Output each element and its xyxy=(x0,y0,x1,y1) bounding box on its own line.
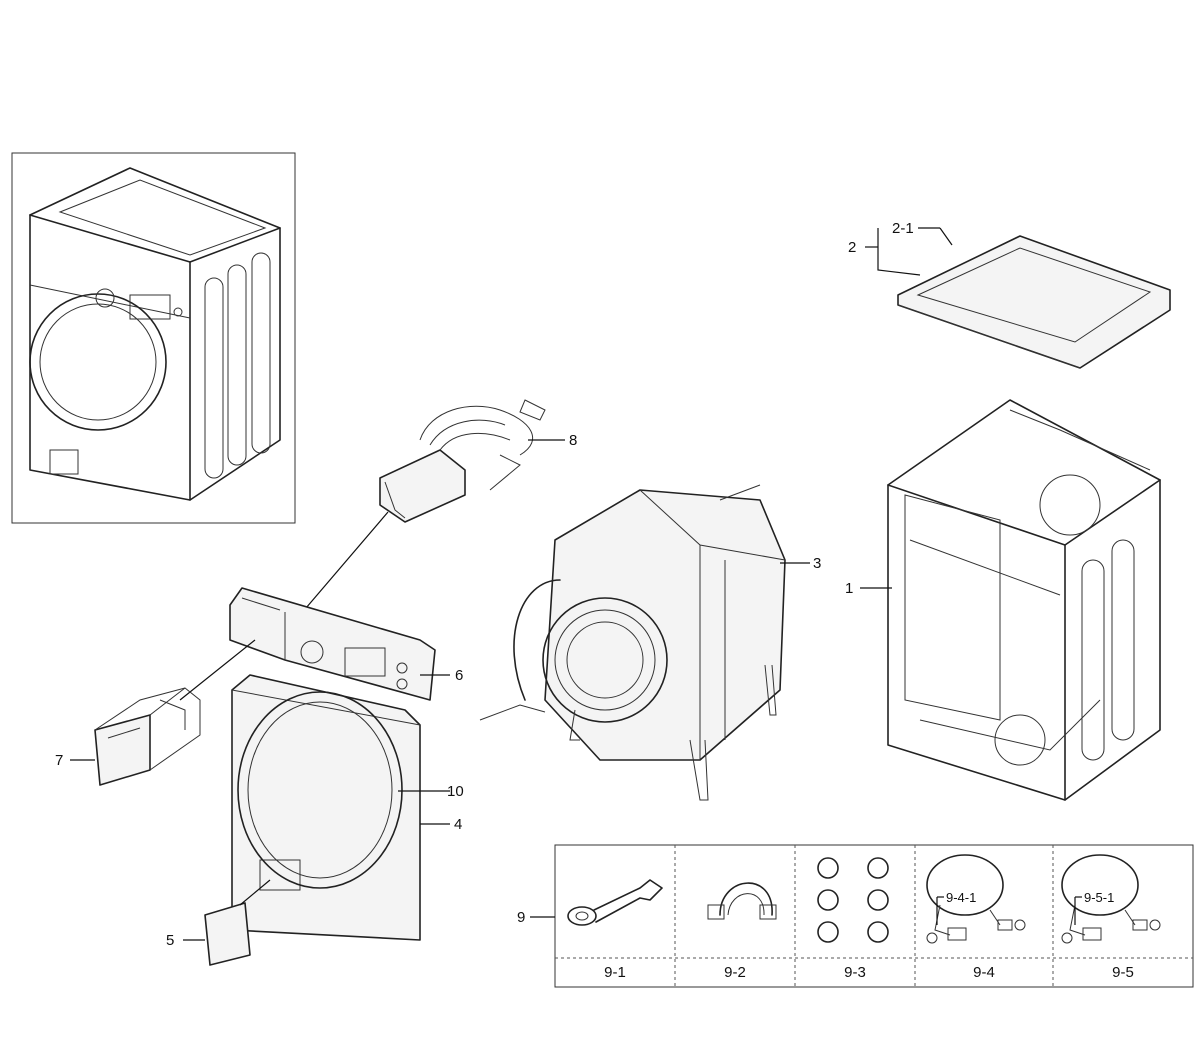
accessory-label-9-4: 9-4 xyxy=(973,964,995,981)
callout-2-1-label: 2-1 xyxy=(892,220,914,237)
detergent-drawer-part-7 xyxy=(94,687,201,786)
callout-2-leaders xyxy=(865,227,953,276)
callout-2-label: 2 xyxy=(848,239,856,256)
callout-4-label: 4 xyxy=(454,816,462,833)
callout-6-label: 6 xyxy=(455,667,463,684)
control-panel-part-6 xyxy=(229,587,436,701)
callout-10-label: 10 xyxy=(447,783,464,800)
part-8-assembly-line xyxy=(299,511,389,616)
top-cover-part-2 xyxy=(897,235,1171,369)
door-seal-part-10 xyxy=(237,691,403,889)
callout-7-label: 7 xyxy=(55,752,63,769)
hose-9-4 xyxy=(926,854,1026,944)
tub-assembly-part-3 xyxy=(479,484,786,801)
accessory-kit-part-9 xyxy=(554,844,1194,988)
accessory-label-9-2: 9-2 xyxy=(724,964,746,981)
accessory-label-9-1: 9-1 xyxy=(604,964,626,981)
assembled-washer-illustration xyxy=(29,167,281,501)
part-5-assembly-line xyxy=(239,879,271,906)
accessory-label-9-5: 9-5 xyxy=(1112,964,1134,981)
callout-9-4-1-label: 9-4-1 xyxy=(946,890,976,905)
callout-8-label: 8 xyxy=(569,432,577,449)
part-6-assembly-line xyxy=(179,639,256,701)
filter-cover-part-5 xyxy=(204,902,251,966)
front-panel-part-4 xyxy=(231,674,421,941)
caps-9-3 xyxy=(817,857,889,943)
hose-9-5 xyxy=(1061,854,1161,944)
accessory-label-9-3: 9-3 xyxy=(844,964,866,981)
callout-3-label: 3 xyxy=(813,555,821,572)
cabinet-part-1 xyxy=(887,399,1161,801)
wrench-9-1 xyxy=(567,879,663,926)
callout-9-label: 9 xyxy=(517,909,525,926)
hose-guide-9-2 xyxy=(707,882,777,920)
valve-harness-part-8 xyxy=(379,399,546,523)
overview-inset xyxy=(11,152,296,524)
callout-9-5-1-label: 9-5-1 xyxy=(1084,890,1114,905)
callout-5-label: 5 xyxy=(166,932,174,949)
callout-1-label: 1 xyxy=(845,580,853,597)
